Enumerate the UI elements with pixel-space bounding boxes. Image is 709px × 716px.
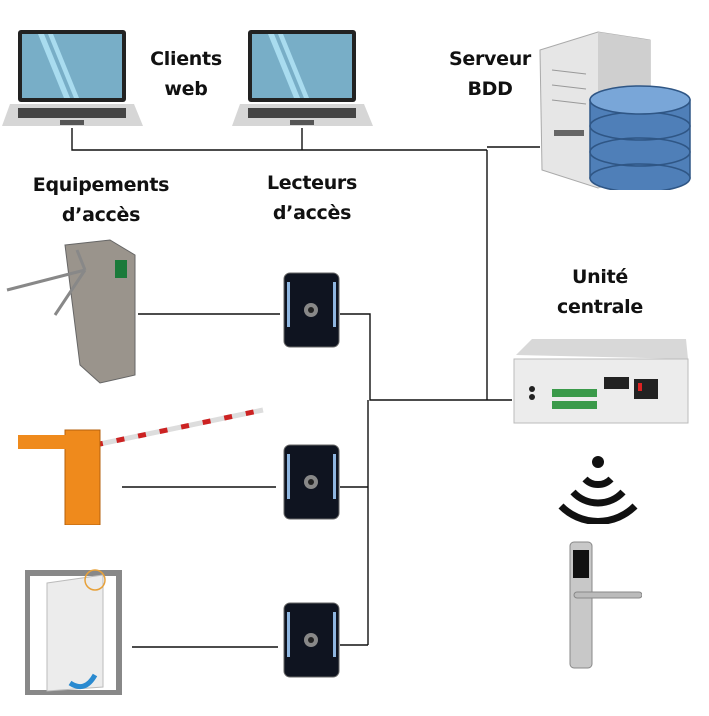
network-bus [71, 128, 540, 400]
label-line: centrale [557, 296, 643, 318]
door-icon [25, 569, 122, 695]
label-line: Clients [150, 48, 222, 70]
card-reader-icon [283, 272, 340, 348]
door-handle-lock-icon [569, 541, 642, 669]
control-unit-icon [513, 339, 689, 424]
central-unit-label: Unité centrale [545, 262, 655, 322]
label-line: d’accès [272, 202, 352, 224]
wireless-signal-icon [558, 456, 638, 524]
server-label: Serveur BDD [438, 44, 542, 104]
equipment-label: Equipements d’accès [18, 170, 184, 230]
label-line: Equipements [32, 174, 170, 196]
card-reader-icon [283, 444, 340, 520]
readers-label: Lecteurs d’accès [250, 168, 374, 228]
label-line: Serveur [448, 48, 531, 70]
label-line: BDD [467, 78, 513, 100]
laptop-icon [232, 30, 373, 126]
laptop-icon [2, 30, 143, 126]
clients-web-label: Clients web [138, 44, 234, 104]
reader-bus [340, 313, 512, 646]
label-line: d’accès [61, 204, 141, 226]
turnstile-icon [6, 239, 136, 384]
database-server-icon [539, 31, 691, 190]
equipment-links [122, 313, 280, 648]
label-line: web [164, 78, 208, 100]
barrier-gate-icon [18, 407, 264, 525]
label-line: Lecteurs [266, 172, 358, 194]
label-line: Unité [572, 266, 628, 288]
card-reader-icon [283, 602, 340, 678]
